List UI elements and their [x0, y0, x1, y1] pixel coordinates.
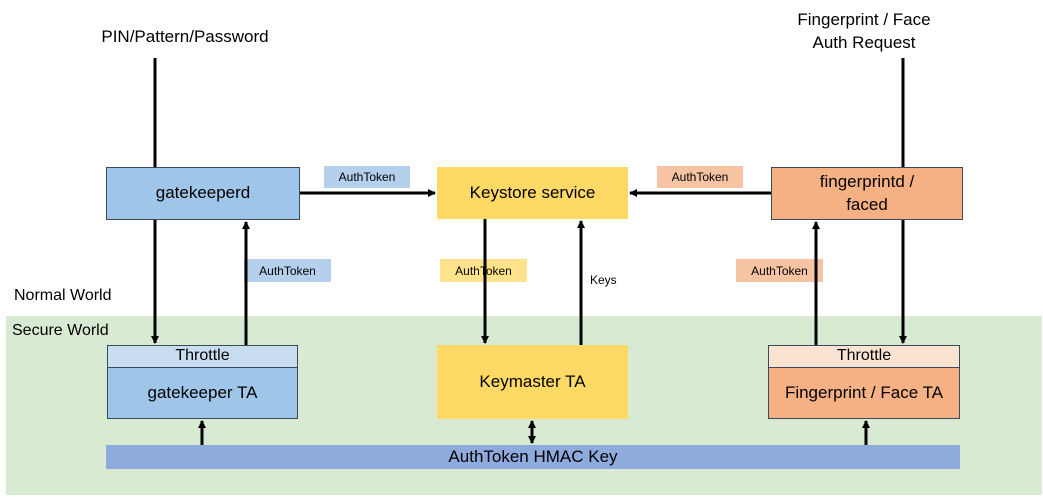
keymaster-ta-label: Keymaster TA	[479, 371, 586, 391]
throttle-right-header: Throttle	[768, 345, 960, 367]
fingerprintd-box: fingerprintd / faced	[771, 167, 963, 220]
throttle-left-label: Throttle	[175, 347, 230, 365]
gatekeeper-ta-box: gatekeeper TA	[107, 367, 298, 419]
keys-label: Keys	[590, 273, 617, 287]
keystore-service-box: Keystore service	[437, 167, 628, 219]
throttle-left-header: Throttle	[107, 345, 298, 367]
authtoken-tag-gatekeeper-ta: AuthToken	[244, 259, 331, 282]
fingerprint-face-ta-box: Fingerprint / Face TA	[768, 367, 960, 419]
biometric-input-label: Fingerprint / Face Auth Request	[784, 9, 944, 55]
gatekeeperd-box: gatekeeperd	[106, 167, 300, 220]
throttle-right-label: Throttle	[836, 347, 892, 365]
fingerprintd-label-line1: fingerprintd /	[819, 172, 915, 192]
normal-world-label: Normal World	[14, 287, 112, 304]
authtoken-tag-fingerprintd-keystore: AuthToken	[657, 166, 743, 188]
hmac-key-label: AuthToken HMAC Key	[448, 447, 618, 466]
gatekeeperd-label: gatekeeperd	[155, 183, 251, 203]
keystore-service-label: Keystore service	[469, 182, 596, 202]
biometric-input-line1: Fingerprint / Face	[797, 10, 931, 29]
secure-world-label: Secure World	[12, 322, 109, 339]
biometric-input-line2: Auth Request	[812, 32, 916, 52]
authtoken-tag-fingerprint-ta: AuthToken	[736, 259, 823, 282]
keymaster-ta-box: Keymaster TA	[437, 345, 628, 419]
gatekeeper-ta-label: gatekeeper TA	[147, 382, 258, 402]
hmac-key-bar: AuthToken HMAC Key	[106, 445, 960, 469]
fingerprintd-label-line2: faced	[846, 194, 888, 214]
pin-input-label: PIN/Pattern/Password	[101, 27, 269, 46]
authtoken-tag-gatekeeperd-keystore: AuthToken	[324, 166, 410, 188]
fingerprint-face-ta-label: Fingerprint / Face TA	[784, 382, 944, 402]
